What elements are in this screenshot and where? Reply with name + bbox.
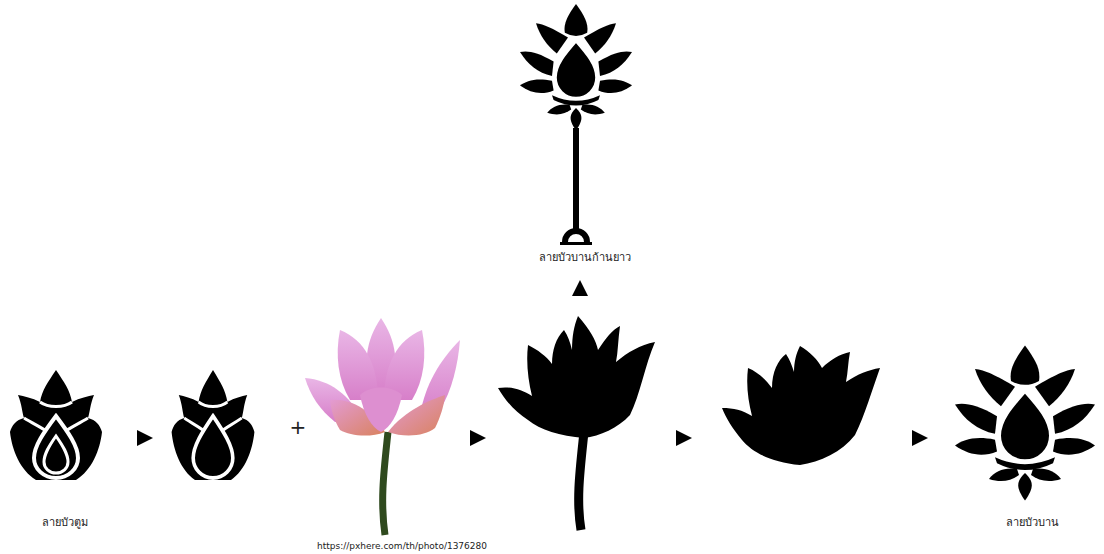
arrow-head — [470, 430, 486, 446]
arrow-head — [137, 430, 153, 446]
bloom-pattern — [955, 346, 1095, 501]
stem-base — [562, 228, 590, 242]
source-url: https://pxhere.com/th/photo/1376280 — [317, 541, 487, 552]
long-stem-pattern — [520, 4, 632, 130]
arrow-head — [912, 430, 928, 446]
caption: ลายบัวบาน — [1006, 516, 1059, 529]
arrow-head — [676, 430, 692, 446]
lotus-silhouette — [498, 316, 655, 530]
plus-sign: + — [290, 415, 307, 439]
stem — [573, 128, 579, 230]
lotus-silhouette — [722, 346, 880, 465]
caption: ลายบัวบานก้านยาว — [539, 251, 631, 264]
lotus-photo — [305, 318, 460, 535]
arrow-head — [572, 280, 588, 296]
stem-base — [560, 242, 592, 245]
caption: ลายบัวตูม — [42, 516, 88, 529]
bud-pattern — [172, 370, 255, 480]
bud-pattern — [10, 370, 102, 480]
